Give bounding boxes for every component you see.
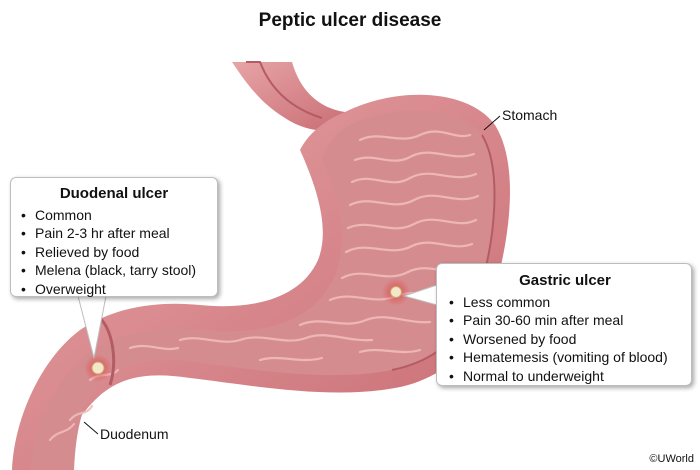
list-item: Pain 2-3 hr after meal bbox=[19, 224, 209, 243]
duodenal-ulcer-list: Common Pain 2-3 hr after meal Relieved b… bbox=[19, 206, 209, 299]
gastric-ulcer-list: Less common Pain 30-60 min after meal Wo… bbox=[447, 293, 683, 386]
list-item: Hematemesis (vomiting of blood) bbox=[447, 348, 683, 367]
page-title: Peptic ulcer disease bbox=[258, 10, 442, 31]
duodenal-ulcer-callout: Duodenal ulcer Common Pain 2-3 hr after … bbox=[10, 177, 218, 299]
duodenum-leader-line bbox=[83, 421, 99, 435]
list-item: Worsened by food bbox=[447, 330, 683, 349]
gastric-ulcer-callout: Gastric ulcer Less common Pain 30-60 min… bbox=[436, 263, 692, 386]
gastric-ulcer-heading: Gastric ulcer bbox=[519, 272, 611, 289]
duodenal-ulcer-heading: Duodenal ulcer bbox=[59, 185, 169, 202]
list-item: Overweight bbox=[19, 280, 209, 299]
list-item: Melena (black, tarry stool) bbox=[19, 261, 209, 280]
gastric-ulcer bbox=[390, 286, 402, 298]
pylorus bbox=[98, 316, 116, 386]
duodenum-label: Duodenum bbox=[100, 426, 169, 442]
esophagus-wall bbox=[246, 61, 323, 119]
stomach-label: Stomach bbox=[502, 107, 558, 123]
list-item: Less common bbox=[447, 293, 683, 312]
duodenal-ulcer bbox=[91, 361, 105, 375]
list-item: Relieved by food bbox=[19, 243, 209, 262]
list-item: Pain 30-60 min after meal bbox=[447, 311, 683, 330]
list-item: Normal to underweight bbox=[447, 367, 683, 386]
copyright-notice: ©UWorld bbox=[649, 453, 694, 465]
stomach-leader-line bbox=[483, 115, 501, 131]
stomach-mucosa bbox=[30, 110, 495, 470]
list-item: Common bbox=[19, 206, 209, 225]
esophagus bbox=[232, 62, 358, 131]
